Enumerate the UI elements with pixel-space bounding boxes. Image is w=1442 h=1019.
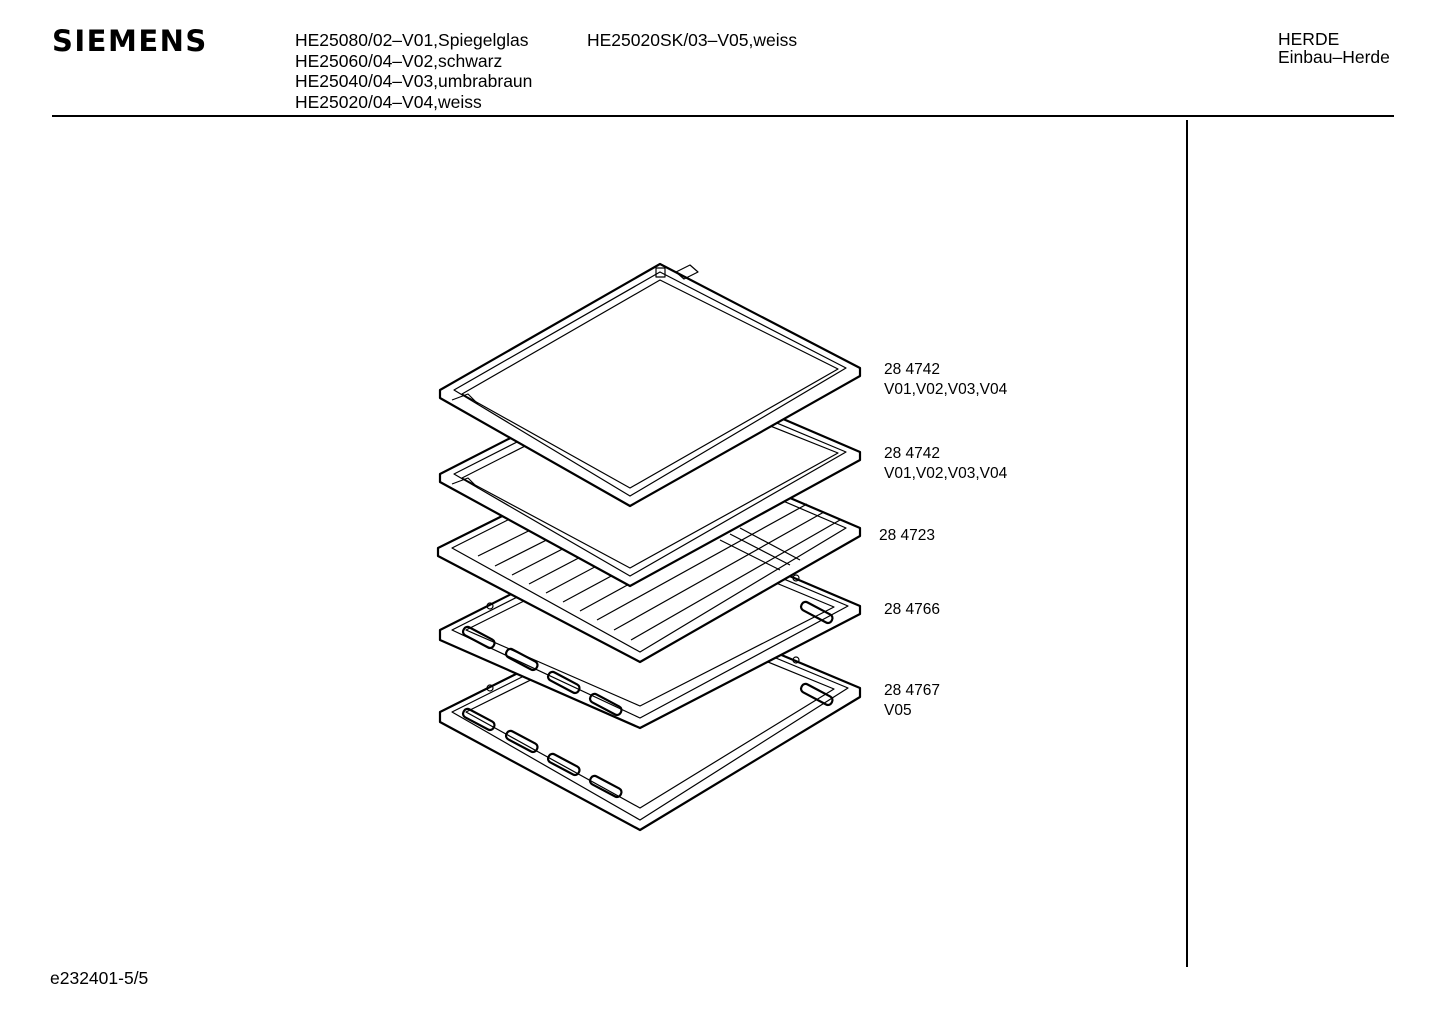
part-number: 28 4742 <box>884 361 941 378</box>
category-subtitle: Einbau–Herde <box>1278 47 1390 67</box>
part-label: 28 4742 V01,V02,V03,V04 <box>884 444 1007 483</box>
part-label: 28 4766 <box>884 600 940 620</box>
part-number: 28 4767 <box>884 682 941 699</box>
header-divider <box>52 115 1394 117</box>
model-line: HE25060/04–V02,schwarz <box>295 50 503 71</box>
brand-logo: SIEMENS <box>52 24 208 58</box>
part-number: 28 4766 <box>884 601 941 618</box>
part-variants: V01,V02,V03,V04 <box>884 464 1008 482</box>
model-line: HE25020SK/03–V05,weiss <box>587 30 798 50</box>
document-id: e232401-5/5 <box>50 968 149 988</box>
model-line: HE25040/04–V03,umbrabraun <box>295 71 533 92</box>
category-title: HERDE <box>1278 29 1340 49</box>
model-list-secondary: HE25020SK/03–V05,weiss <box>587 30 797 51</box>
model-line: HE25080/02–V01,Spiegelglas <box>295 30 529 50</box>
part-label: 28 4742 V01,V02,V03,V04 <box>884 360 1007 399</box>
model-line: HE25020/04–V04,weiss <box>295 92 482 113</box>
part-variants: V01,V02,V03,V04 <box>884 380 1008 398</box>
part-number: 28 4723 <box>879 527 936 544</box>
model-list-primary: HE25080/02–V01,Spiegelglas HE25060/04–V0… <box>295 30 532 113</box>
part-label: 28 4767 V05 <box>884 681 940 720</box>
part-label: 28 4723 <box>879 526 935 546</box>
column-divider <box>1186 120 1188 967</box>
part-variants: V05 <box>884 701 912 719</box>
product-category: HERDE Einbau–Herde <box>1278 30 1390 66</box>
part-number: 28 4742 <box>884 445 941 462</box>
glass-shelf-top-drawing <box>438 262 862 508</box>
